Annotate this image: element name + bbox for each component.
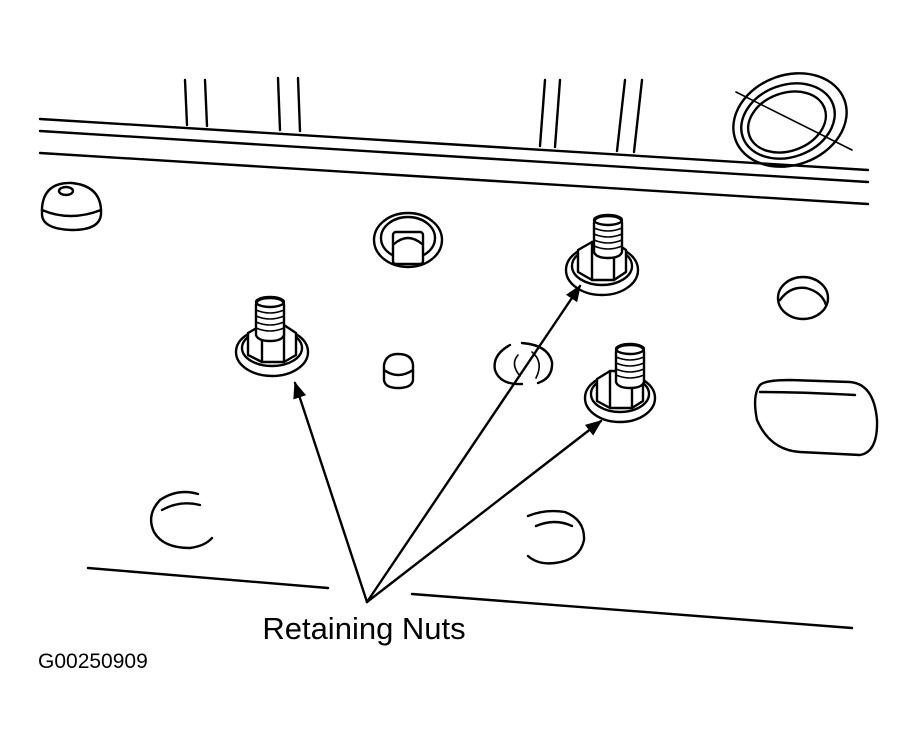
callout-arrows — [293, 284, 603, 604]
dome-plug — [40, 181, 103, 232]
lower-hole-right — [526, 509, 586, 565]
lower-hole-left — [149, 490, 214, 550]
recessed-socket — [372, 211, 444, 269]
ring-boss — [732, 72, 853, 168]
retaining-nut-top — [564, 213, 640, 297]
retaining-nut-right — [583, 342, 657, 424]
housing-ledge — [38, 76, 870, 206]
rounded-pad — [753, 378, 879, 457]
round-hole-right — [776, 275, 830, 321]
retaining-nut-left — [234, 295, 310, 378]
arrow-to-top-nut — [365, 284, 582, 604]
lower-flange — [86, 566, 854, 630]
arrow-to-right-nut — [365, 419, 603, 604]
small-plug — [382, 352, 415, 390]
arrow-to-left-nut — [293, 381, 369, 604]
figure-id: G00250909 — [38, 650, 148, 673]
circular-recess-center — [493, 341, 554, 386]
callout-label: Retaining Nuts — [262, 611, 465, 646]
